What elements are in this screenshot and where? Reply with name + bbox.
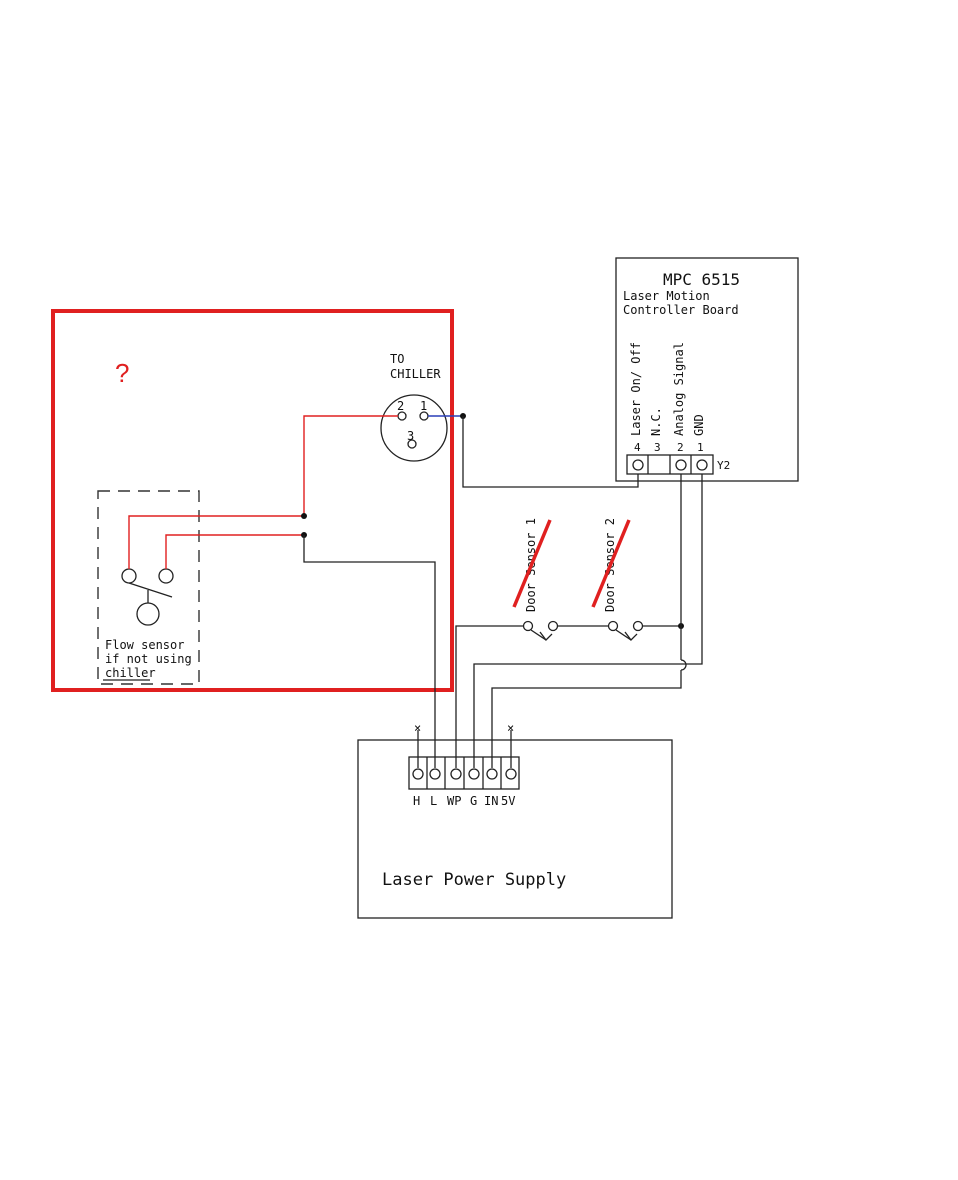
flow-sensor-line2: if not using xyxy=(105,652,192,666)
pin2-label: 2 xyxy=(397,399,404,413)
red-wire-flow-b xyxy=(165,534,304,569)
wire-flow-to-L xyxy=(303,535,436,768)
door-sensor-2: Door Sensor 2 xyxy=(591,518,644,641)
pin3-num: 3 xyxy=(654,441,661,454)
controller-board: MPC 6515 Laser Motion Controller Board L… xyxy=(615,257,799,482)
highlight-frame xyxy=(51,309,454,692)
door-sensor-1: Door Sensor 1 xyxy=(512,518,559,641)
red-wire-flow-a xyxy=(128,515,304,569)
pin2-num: 2 xyxy=(677,441,684,454)
controller-title: MPC 6515 xyxy=(663,270,740,289)
question-mark: ? xyxy=(115,358,129,388)
chiller-label-to: TO xyxy=(390,352,404,366)
wire-analog-in xyxy=(491,670,682,768)
pin3-label-nc: N.C. xyxy=(649,407,663,436)
psu-term-in: IN xyxy=(484,794,498,808)
controller-subtitle-2: Controller Board xyxy=(623,303,739,317)
chiller-pin-1 xyxy=(419,411,429,421)
psu-term-5v: 5V xyxy=(501,794,515,808)
wire-wp xyxy=(455,625,524,768)
chiller-pin-2 xyxy=(397,411,407,421)
psu-term-l: L xyxy=(430,794,437,808)
chiller-pin-3 xyxy=(407,439,417,449)
wire-gnd xyxy=(473,474,703,768)
flow-sensor-element xyxy=(136,602,160,626)
connector-label: Y2 xyxy=(717,459,730,472)
wire-laser-onoff xyxy=(462,416,639,488)
flow-switch-contact-b xyxy=(158,568,174,584)
psu-term-g: G xyxy=(470,794,477,808)
flow-sensor: Flow sensor if not using chiller xyxy=(97,490,200,685)
pin2-label-analog: Analog Signal xyxy=(672,342,686,436)
pin3-label: 3 xyxy=(407,429,414,443)
pin1-label: 1 xyxy=(420,399,427,413)
red-wire-chiller xyxy=(303,415,398,516)
flow-switch-contact-a xyxy=(121,568,137,584)
flow-sensor-line1: Flow sensor xyxy=(105,638,184,652)
flow-sensor-line3: chiller xyxy=(105,666,156,680)
pin4-label: Laser On/ Off xyxy=(629,342,643,436)
chiller-label: CHILLER xyxy=(390,367,441,381)
unused-mark-h: × xyxy=(414,721,421,735)
unused-mark-5v: × xyxy=(507,721,514,735)
psu-title: Laser Power Supply xyxy=(382,870,566,890)
chiller-connector: TO CHILLER 2 1 3 xyxy=(380,352,448,462)
chiller-plug xyxy=(380,394,448,462)
pin1-num: 1 xyxy=(697,441,704,454)
controller-subtitle-1: Laser Motion xyxy=(623,289,710,303)
psu-term-h: H xyxy=(413,794,420,808)
psu-term-wp: WP xyxy=(447,794,461,808)
pin4-num: 4 xyxy=(634,441,641,454)
pin1-label-gnd: GND xyxy=(692,414,706,436)
laser-power-supply: × × H L WP G IN 5V Laser Power Supply xyxy=(357,721,673,919)
